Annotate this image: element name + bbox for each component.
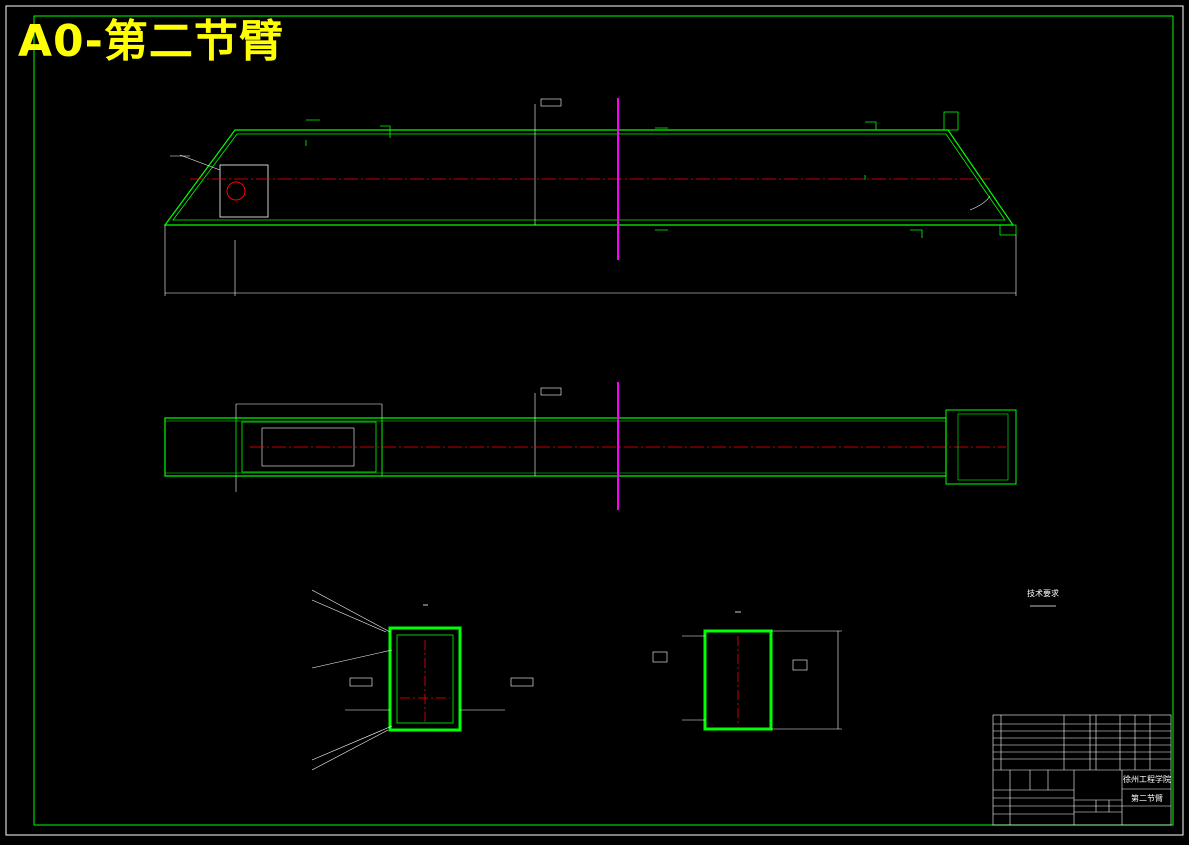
section-a-frame-left	[349, 677, 373, 687]
section-a-leaders	[311, 589, 393, 771]
section-marks-left	[305, 119, 391, 146]
title-rows	[993, 770, 1171, 825]
section-b-frame-right	[792, 659, 808, 671]
head-block-top	[943, 111, 959, 131]
title-block: 徐州工程学院 第二节臂	[992, 714, 1172, 826]
section-a-frame-right	[510, 677, 534, 687]
head-block-bottom	[999, 224, 1017, 236]
head-block-plan	[945, 409, 1017, 485]
top-view	[164, 382, 1017, 510]
section-b-frame-left	[652, 651, 668, 663]
inner-border	[33, 15, 1174, 826]
bom-rows	[993, 715, 1171, 771]
boom-inner-outline	[172, 133, 1006, 221]
leader-hinge	[179, 154, 221, 171]
section-b-leaders	[682, 635, 705, 721]
hinge-pocket-inner	[241, 421, 377, 473]
section-marks-mid	[655, 127, 668, 231]
hinge-hole	[226, 181, 246, 201]
section-marks-right	[864, 121, 923, 238]
head-block-plan-inner	[957, 413, 1009, 481]
tolerance-frame-top	[540, 98, 562, 107]
tolerance-frame-plan	[540, 387, 562, 396]
section-a-view	[311, 589, 534, 771]
school-name: 徐州工程学院	[1123, 774, 1171, 784]
front-view	[163, 98, 1017, 296]
sheet-title: A0-第二节臂	[18, 16, 284, 67]
notes-heading: 技术要求	[1027, 588, 1059, 598]
section-b-view	[652, 611, 842, 731]
boom-outline	[163, 129, 1015, 226]
section-a-outer	[388, 626, 462, 732]
angle-dim	[969, 195, 991, 211]
technical-notes: 技术要求	[1027, 588, 1059, 607]
drawing-name: 第二节臂	[1131, 793, 1163, 803]
outer-border	[5, 5, 1184, 836]
section-a-inner	[396, 634, 454, 724]
section-b-outer	[703, 629, 773, 731]
hinge-plate	[219, 164, 269, 218]
